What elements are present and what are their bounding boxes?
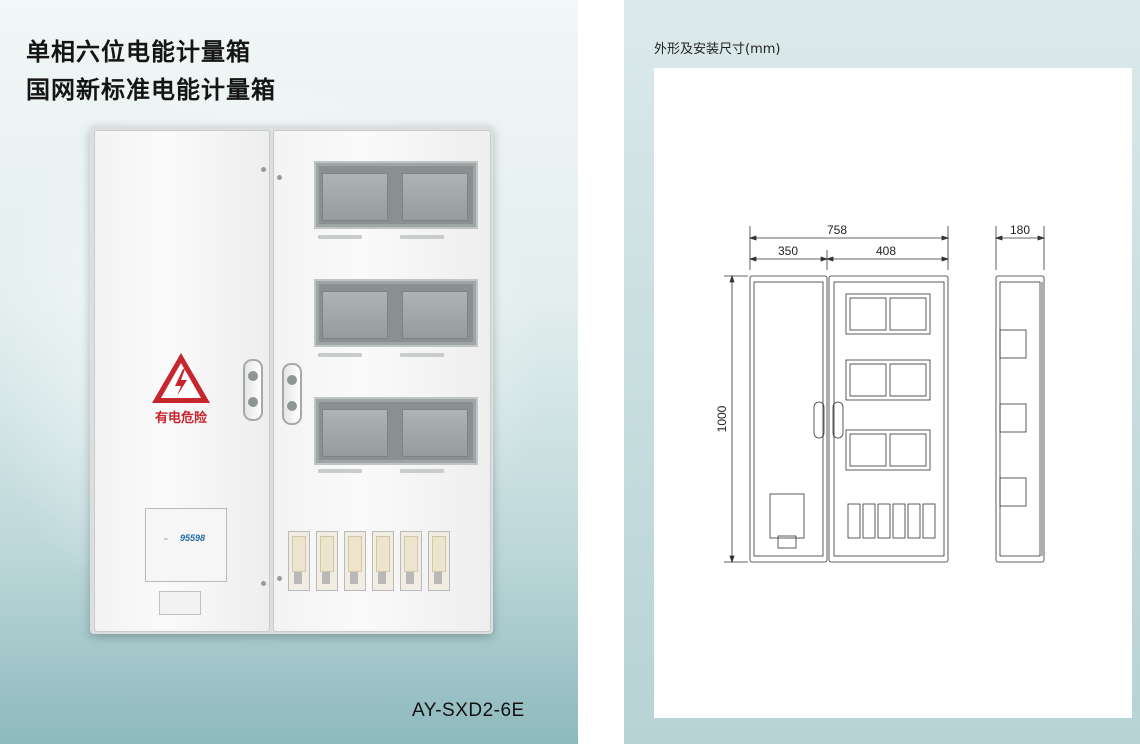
left-width-label: 350 <box>778 244 798 258</box>
right-width-label: 408 <box>876 244 896 258</box>
total-width-label: 758 <box>827 223 847 237</box>
dimension-drawing: 758 350 408 180 1000 <box>715 223 1046 564</box>
height-label: 1000 <box>715 405 729 432</box>
breaker <box>400 531 422 591</box>
right-door <box>273 130 491 632</box>
product-title: 单相六位电能计量箱 <box>26 38 251 66</box>
customer-info-window: ▭ 95598 <box>145 508 227 582</box>
breaker <box>288 531 310 591</box>
high-voltage-warning-icon <box>152 353 210 403</box>
drawing-panel <box>654 68 1132 718</box>
dimension-heading: 外形及安装尺寸(mm) <box>654 42 781 57</box>
dimension-page: 外形及安装尺寸(mm) <box>624 0 1140 744</box>
depth-label: 180 <box>1010 223 1030 237</box>
right-door-handle <box>282 363 302 425</box>
model-number: AY-SXD2-6E <box>412 700 525 721</box>
meter-window <box>314 397 478 465</box>
warning-label: 有电危险 <box>154 411 207 426</box>
meter-window <box>314 161 478 229</box>
left-door: 有电危险 ▭ 95598 <box>94 130 270 632</box>
breaker <box>372 531 394 591</box>
breaker <box>316 531 338 591</box>
warning-sign: 有电危险 <box>133 351 229 426</box>
meter-window <box>314 279 478 347</box>
breaker <box>344 531 366 591</box>
hotline-label: 95598 <box>180 533 206 543</box>
product-subtitle: 国网新标准电能计量箱 <box>26 76 276 104</box>
meter-box-photo: 有电危险 ▭ 95598 <box>90 126 493 634</box>
breaker <box>428 531 450 591</box>
product-photo-page: 单相六位电能计量箱 国网新标准电能计量箱 有电危险 ▭ 95598 <box>0 0 578 744</box>
page-divider <box>578 0 624 744</box>
left-door-handle <box>243 359 263 421</box>
lower-slot <box>159 591 201 615</box>
